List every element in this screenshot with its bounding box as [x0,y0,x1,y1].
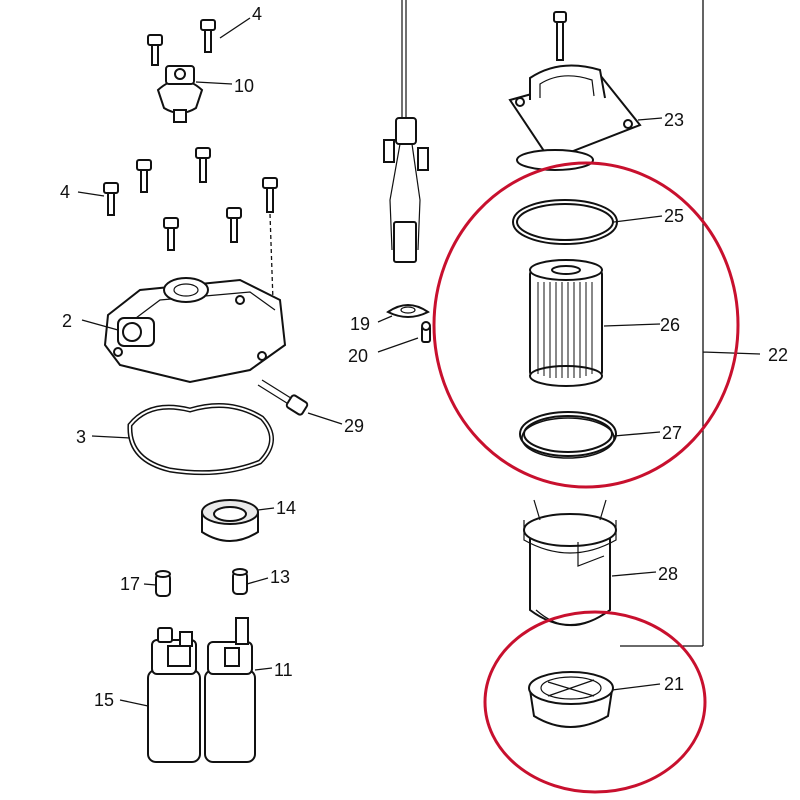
callout-17: 17 [120,574,140,594]
callout-2: 2 [62,311,72,331]
callout-25: 25 [664,206,684,226]
leader-10 [195,81,233,85]
callout-22: 22 [768,345,788,365]
callout-11: 11 [274,660,293,680]
leader-4-top [219,17,251,39]
leader-25 [613,215,663,223]
callout-15: 15 [94,690,114,710]
leader-15 [119,699,149,707]
callout-28: 28 [658,564,678,584]
insulator-part-14 [201,499,259,542]
callout-4-top: 4 [252,4,262,24]
filter-bowl-part-28 [523,499,617,627]
callout-10: 10 [234,76,254,96]
callout-3: 3 [76,427,86,447]
leader-23 [637,117,663,121]
o-ring-part-25 [512,199,618,245]
leader-11 [254,667,273,671]
leader-28 [611,571,657,577]
leader-20 [377,337,419,353]
drain-cap-part-21 [528,671,614,728]
bolt-group-middle [103,147,278,251]
highlight-circle-filter-kit [432,161,740,489]
leader-27 [613,431,661,437]
wire-harness [383,0,429,263]
fuel-pump-part-15 [147,627,201,763]
callout-26: 26 [660,315,680,335]
callout-29: 29 [344,416,364,436]
callout-13: 13 [270,567,290,587]
assembly-bracket-22 [702,0,761,646]
leader-13 [246,577,269,585]
pump-housing-cover-part-2 [103,277,287,384]
callout-21: 21 [664,674,684,694]
leader-29 [307,412,343,425]
leader-19 [377,315,393,323]
callout-20: 20 [348,346,368,366]
bolt [147,34,163,66]
bushing-part-13 [232,568,248,595]
pressure-regulator-part-10 [156,65,204,123]
leader-14 [257,507,275,511]
callout-23: 23 [664,110,684,130]
bolt-axis-line [269,213,275,331]
gasket-part-3 [127,403,274,476]
screw-part-20 [421,321,431,343]
callout-19: 19 [350,314,370,334]
leader-4-mid [77,191,105,197]
leader-26 [603,323,661,327]
seal-ring-part-27 [519,411,617,459]
bushing-part-17 [155,570,171,597]
leader-3 [91,435,131,439]
highlight-circle-drain-cap [483,610,707,794]
fuel-pump-part-11 [204,617,256,763]
bolt [200,19,216,53]
callout-4-mid: 4 [60,182,70,202]
bolt-group-top [147,19,216,66]
screw-part-29 [257,379,309,416]
filter-head-part-23 [508,11,642,171]
leader-2 [81,319,119,331]
callout-14: 14 [276,498,296,518]
filter-element-part-26 [529,259,603,387]
callout-27: 27 [662,423,682,443]
leader-21 [611,683,661,691]
leader-17 [143,583,157,586]
clip-part-19 [386,304,430,318]
